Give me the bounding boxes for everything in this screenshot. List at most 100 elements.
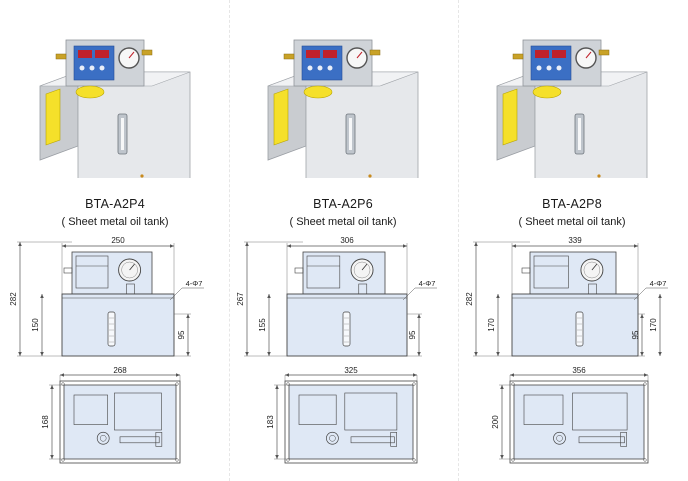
dimension-arrow (50, 385, 54, 389)
warning-label-side (273, 88, 289, 146)
depth-dimension-label: 183 (266, 415, 275, 429)
sight-glass-highlight (349, 118, 352, 150)
dimension-arrow (285, 373, 289, 377)
mount-height-label: 95 (177, 330, 186, 339)
flange-width-label: 325 (344, 366, 358, 375)
tank-base-outline (513, 384, 645, 460)
dimension-arrow (245, 352, 249, 356)
width-dimension-label: 339 (568, 236, 582, 245)
tank-height-label: 170 (487, 318, 496, 332)
dimension-arrow (245, 242, 249, 246)
gauge-inner-ring (121, 261, 138, 279)
dimension-arrow (18, 352, 22, 356)
oil-level-sight-glass (575, 311, 584, 347)
depth-dimension-label: 168 (41, 415, 50, 429)
mount-height-label: 95 (631, 330, 640, 339)
panel-button (327, 65, 333, 71)
brass-fitting (141, 49, 153, 56)
brass-fitting (283, 53, 295, 60)
pump-cover-outline (114, 392, 162, 431)
brass-fitting (598, 49, 610, 56)
side-fitting (63, 267, 73, 274)
dimension-arrow (496, 294, 500, 298)
panel-button (99, 65, 105, 71)
drain-screw (368, 174, 372, 178)
control-box-outline (75, 255, 109, 289)
gauge-needle (356, 51, 363, 59)
panel-button (536, 65, 542, 71)
mounting-hole (61, 382, 65, 386)
leader-line (402, 287, 416, 301)
dimension-arrow (413, 373, 417, 377)
gauge-needle (129, 263, 135, 271)
filler-port-inner (329, 435, 336, 442)
total-height-label: 282 (9, 292, 18, 306)
dimension-arrow (18, 242, 22, 246)
product-photo-bta-a2p8 (496, 39, 648, 178)
panel-button (307, 65, 313, 71)
warning-label-side (45, 88, 61, 146)
pressure-gauge-icon (580, 258, 604, 282)
dimension-arrow (60, 373, 64, 377)
oil-filler-cap (75, 85, 105, 99)
flange-width-label: 268 (113, 366, 127, 375)
tank-type-label: ( Sheet metal oil tank) (61, 216, 169, 228)
total-height-label: 267 (236, 292, 245, 306)
oil-filler-cap (532, 85, 562, 99)
panel-button (79, 65, 85, 71)
bottom-view-drawing: 268 168 (41, 366, 181, 464)
dimension-arrow (267, 294, 271, 298)
gauge-needle (585, 51, 592, 59)
column-divider (458, 0, 459, 481)
outlet-pipe (578, 436, 625, 444)
side-fitting (294, 267, 304, 274)
total-height-label: 282 (465, 292, 474, 306)
mounting-hole (286, 382, 290, 386)
gauge-needle (128, 51, 135, 59)
dimension-arrow (640, 352, 644, 356)
sight-glass-highlight (121, 118, 124, 150)
motor-outline (523, 394, 564, 425)
filler-port-inner (99, 435, 107, 442)
dimension-arrow (275, 455, 279, 459)
mounting-hole (175, 382, 179, 386)
dimension-arrow (62, 244, 66, 248)
warning-label-side (502, 88, 518, 146)
dimension-arrow (634, 244, 638, 248)
dimension-arrow (186, 314, 190, 318)
product-photo-bta-a2p4 (39, 39, 191, 178)
tank-height-label: 150 (31, 318, 40, 332)
outlet-pipe (119, 436, 160, 444)
filler-port (96, 431, 110, 445)
tank-type-label: ( Sheet metal oil tank) (289, 216, 397, 228)
gauge-needle (591, 263, 598, 271)
mounting-hole (412, 382, 416, 386)
tank-height-label: 155 (258, 318, 267, 332)
dimension-arrow (40, 294, 44, 298)
dimension-arrow (287, 244, 291, 248)
mounting-hole-note: 4-Φ7 (419, 279, 436, 288)
tank-base-outline (63, 384, 177, 460)
dimension-arrow (510, 373, 514, 377)
outlet-fitting (620, 432, 627, 447)
dimension-arrow (275, 385, 279, 389)
model-name: BTA-A2P4 (85, 197, 145, 211)
dimension-arrow (644, 373, 648, 377)
oil-level-sight-glass (107, 311, 116, 347)
outlet-fitting (155, 432, 163, 447)
dimension-arrow (496, 352, 500, 356)
oil-tank-outline (61, 293, 175, 357)
dimension-arrow (417, 314, 421, 318)
filler-port (326, 431, 339, 445)
mounting-hole (643, 458, 647, 462)
product-photo-bta-a2p6 (267, 39, 419, 178)
dimension-arrow (474, 352, 478, 356)
bottom-view-drawing: 325 183 (266, 366, 418, 464)
mounting-hole (412, 458, 416, 462)
brass-fitting (512, 53, 524, 60)
tank-base-outline (288, 384, 414, 460)
gauge-needle (361, 263, 368, 271)
leader-line (169, 287, 183, 301)
